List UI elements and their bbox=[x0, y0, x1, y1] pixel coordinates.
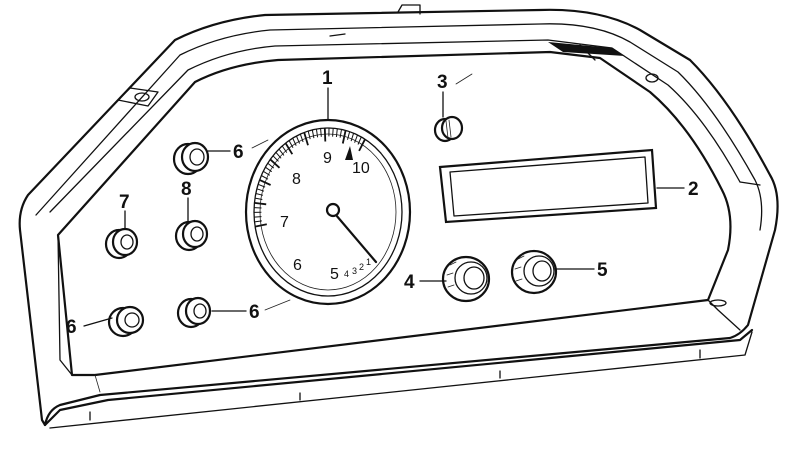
dial-numeral-10: 10 bbox=[352, 160, 370, 177]
tach-minor-tick bbox=[278, 148, 285, 156]
tach-major-tick bbox=[254, 202, 267, 206]
callout-6-top: 6 bbox=[233, 142, 244, 163]
dial-numeral-9: 9 bbox=[323, 150, 332, 167]
tach-minor-tick bbox=[339, 129, 342, 138]
callout-labels: 1 2 3 4 5 6 6 6 7 8 bbox=[66, 68, 699, 338]
tach-major-tick bbox=[284, 142, 294, 155]
tach-minor-tick bbox=[288, 140, 294, 148]
needle-hub bbox=[325, 202, 341, 218]
tach-major-tick bbox=[254, 223, 267, 228]
tach-major-tick bbox=[269, 158, 281, 169]
tach-minor-tick bbox=[254, 197, 263, 200]
warning-lamp-left bbox=[104, 227, 139, 260]
dial-small-4: 4 bbox=[344, 269, 349, 279]
tach-minor-tick bbox=[272, 155, 279, 162]
callout-6-center: 6 bbox=[249, 302, 260, 323]
tach-minor-tick bbox=[261, 175, 269, 180]
tachometer-needle bbox=[328, 206, 378, 264]
tach-minor-tick bbox=[263, 170, 271, 176]
tach-minor-tick bbox=[335, 128, 338, 138]
tach-minor-tick bbox=[267, 162, 275, 169]
warning-lamp-bottom-center bbox=[176, 296, 212, 329]
tach-major-tick bbox=[259, 179, 271, 186]
tach-major-tick bbox=[323, 128, 327, 142]
tachometer: 5 6 7 8 9 10 4 3 2 1 bbox=[244, 118, 412, 306]
tach-minor-tick bbox=[357, 136, 362, 145]
tach-major-tick bbox=[341, 130, 347, 144]
callout-3: 3 bbox=[437, 72, 448, 93]
tach-minor-tick bbox=[254, 220, 262, 223]
dial-small-1: 1 bbox=[366, 257, 371, 267]
cluster-housing bbox=[18, 4, 779, 429]
callout-7: 7 bbox=[119, 192, 130, 213]
callout-4: 4 bbox=[404, 272, 415, 293]
dial-small-2: 2 bbox=[359, 262, 364, 272]
callout-8: 8 bbox=[181, 179, 192, 200]
leader-6-center-extra bbox=[264, 299, 291, 311]
callout-1: 1 bbox=[322, 68, 333, 89]
dial-numeral-8: 8 bbox=[292, 171, 301, 188]
leader-lines bbox=[83, 73, 685, 327]
tach-major-tick bbox=[303, 132, 309, 146]
warning-lamp-center bbox=[174, 219, 209, 252]
display-window bbox=[438, 148, 658, 224]
tach-minor-tick bbox=[256, 188, 265, 192]
tach-minor-tick bbox=[275, 151, 282, 159]
tachometer-ticks bbox=[253, 127, 366, 228]
redline-marker bbox=[345, 146, 353, 160]
tach-minor-tick bbox=[257, 183, 266, 188]
dial-numeral-7: 7 bbox=[280, 214, 289, 231]
warning-lamp-top bbox=[172, 141, 210, 176]
tach-major-tick bbox=[358, 138, 366, 152]
tach-minor-tick bbox=[265, 166, 272, 173]
leader-3-extra bbox=[455, 73, 473, 85]
dial-numeral-6: 6 bbox=[293, 257, 302, 274]
tach-minor-tick bbox=[354, 134, 358, 143]
dial-small-3: 3 bbox=[352, 266, 357, 276]
tach-minor-tick bbox=[281, 145, 288, 153]
warning-lamp-bottom-left bbox=[107, 305, 145, 338]
reset-knob[interactable] bbox=[433, 115, 464, 143]
callout-5: 5 bbox=[597, 260, 608, 281]
tach-minor-tick bbox=[254, 216, 262, 218]
tach-minor-tick bbox=[255, 193, 264, 196]
tach-minor-tick bbox=[292, 137, 297, 146]
tach-minor-tick bbox=[295, 135, 301, 144]
tach-minor-tick bbox=[315, 128, 319, 138]
right-knob[interactable] bbox=[510, 249, 558, 295]
leader-6-top-extra bbox=[251, 139, 269, 149]
leader-6-left bbox=[83, 317, 113, 327]
dial-numeral-5: 5 bbox=[330, 266, 339, 283]
tach-minor-tick bbox=[332, 128, 334, 137]
callout-2: 2 bbox=[688, 179, 699, 200]
tach-minor-tick bbox=[320, 128, 322, 137]
callout-6-left: 6 bbox=[66, 317, 77, 338]
tach-minor-tick bbox=[307, 130, 311, 140]
tach-minor-tick bbox=[311, 129, 315, 139]
tach-minor-tick bbox=[347, 131, 351, 140]
tach-minor-tick bbox=[299, 133, 304, 143]
left-knob[interactable] bbox=[441, 255, 491, 303]
tach-minor-tick bbox=[350, 133, 355, 142]
